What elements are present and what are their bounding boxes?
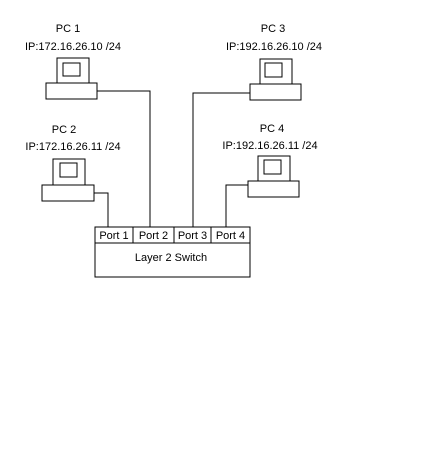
pc-4-base	[247, 180, 300, 198]
cables	[94, 90, 250, 227]
pc-1-base	[45, 82, 98, 100]
port-4	[210, 226, 251, 244]
pc-3-base	[249, 83, 302, 101]
cable-pc4-port4	[225, 184, 248, 227]
pc-1-screen	[62, 62, 81, 77]
pc-3: PC 3 IP:192.16.26.10 /24	[226, 23, 322, 101]
cable-pc1-port2	[97, 90, 151, 227]
pc-1-name: PC 1	[56, 23, 80, 35]
cable-pc3-port3	[192, 92, 250, 227]
pc-3-screen	[264, 62, 283, 78]
pc-2-ip: IP:172.16.26.11 /24	[25, 141, 120, 153]
pc-2-screen	[59, 162, 78, 178]
pc-4: PC 4 IP:192.16.26.11 /24	[222, 123, 318, 198]
pc-2-name: PC 2	[52, 124, 76, 136]
pc-2-base	[41, 184, 95, 202]
switch-label: Layer 2 Switch	[135, 252, 207, 264]
pc-3-name: PC 3	[261, 23, 285, 35]
pc-4-name: PC 4	[260, 123, 284, 135]
pc-4-ip: IP:192.16.26.11 /24	[222, 140, 317, 152]
pc-1: PC 1 IP:172.16.26.10 /24	[25, 23, 121, 100]
port-2-label: Port 2	[139, 230, 168, 242]
pc-3-ip: IP:192.16.26.10 /24	[226, 41, 322, 53]
layer-2-switch: Port 1 Port 2 Port 3 Port 4 Layer 2 Swit…	[94, 226, 251, 278]
cable-pc2-port1	[94, 192, 109, 227]
port-3-label: Port 3	[178, 230, 207, 242]
port-4-label: Port 4	[216, 230, 245, 242]
port-1-label: Port 1	[99, 230, 128, 242]
pc-4-screen	[263, 159, 282, 175]
pc-1-ip: IP:172.16.26.10 /24	[25, 41, 121, 53]
pc-2: PC 2 IP:172.16.26.11 /24	[25, 124, 121, 202]
